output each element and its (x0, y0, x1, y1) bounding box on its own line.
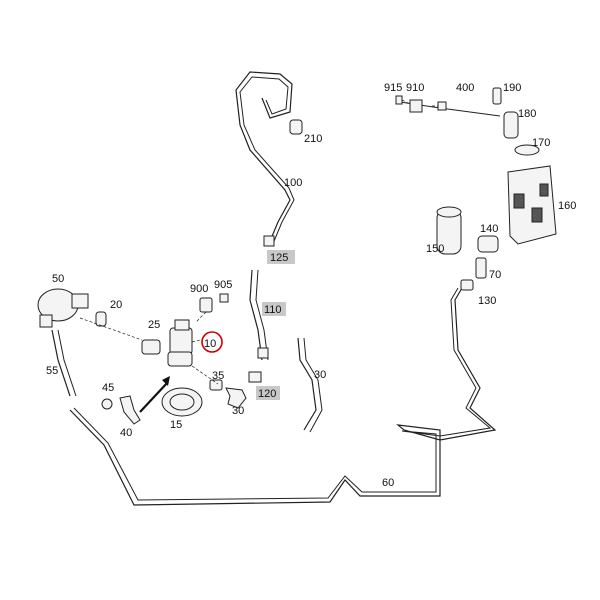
part-400-connector (437, 101, 447, 111)
tube-60[interactable] (69, 287, 497, 506)
part-120-clamp[interactable] (248, 371, 262, 383)
part-45-nut[interactable] (101, 398, 113, 410)
part-915[interactable] (395, 95, 403, 105)
part-150-canister[interactable] (436, 206, 462, 255)
part-160-canister[interactable] (507, 165, 557, 245)
highlight-circle-10 (201, 331, 223, 353)
part-20-connector[interactable] (95, 311, 107, 327)
label-box-120 (256, 386, 280, 400)
label-210[interactable]: 210 (304, 133, 322, 145)
leader-35 (191, 365, 219, 385)
label-400[interactable]: 400 (456, 82, 474, 94)
part-180[interactable] (503, 111, 519, 139)
part-35[interactable] (209, 379, 223, 391)
tube-60-inner (73, 287, 492, 501)
part-10-valve[interactable] (167, 319, 193, 367)
label-box-110 (262, 302, 286, 316)
label-10[interactable]: 10 (204, 338, 216, 350)
label-60[interactable]: 60 (382, 477, 394, 489)
tube-100-inner (239, 76, 295, 247)
label-900[interactable]: 900 (190, 283, 208, 295)
part-210[interactable] (289, 119, 303, 135)
part-25-clip[interactable] (141, 339, 161, 355)
label-25[interactable]: 25 (148, 319, 160, 331)
label-915[interactable]: 915 (384, 82, 402, 94)
label-20[interactable]: 20 (110, 299, 122, 311)
label-160[interactable]: 160 (558, 200, 576, 212)
part-110-clamp[interactable] (257, 347, 269, 359)
label-100[interactable]: 100 (284, 177, 302, 189)
part-30-elbow[interactable] (225, 387, 247, 409)
leader-10 (191, 339, 201, 343)
label-40[interactable]: 40 (120, 427, 132, 439)
label-30-right[interactable]: 30 (314, 369, 326, 381)
label-905[interactable]: 905 (214, 279, 232, 291)
label-15[interactable]: 15 (170, 419, 182, 431)
tube-30-right[interactable] (297, 337, 317, 431)
label-30-left[interactable]: 30 (232, 405, 244, 417)
part-910[interactable] (409, 99, 423, 113)
part-190[interactable] (492, 87, 502, 105)
part-900[interactable] (199, 297, 213, 313)
tube-110[interactable] (249, 269, 263, 361)
label-180[interactable]: 180 (518, 108, 536, 120)
tube-55-inner (57, 329, 77, 397)
leader-20 (79, 317, 143, 341)
label-910[interactable]: 910 (406, 82, 424, 94)
arrow-head (162, 376, 170, 386)
label-140[interactable]: 140 (480, 223, 498, 235)
part-70[interactable] (475, 257, 487, 279)
label-190[interactable]: 190 (503, 82, 521, 94)
label-150[interactable]: 150 (426, 243, 444, 255)
part-40-bracket[interactable] (119, 395, 141, 425)
tube-30-right-inner (303, 337, 323, 433)
part-50-pump[interactable] (37, 288, 89, 328)
part-905[interactable] (219, 293, 229, 303)
label-35[interactable]: 35 (212, 370, 224, 382)
label-125[interactable]: 125 (270, 252, 288, 264)
part-170-ring[interactable] (514, 144, 540, 156)
part-140[interactable] (477, 235, 499, 253)
label-55[interactable]: 55 (46, 365, 58, 377)
label-120[interactable]: 120 (258, 388, 276, 400)
part-125-clamp[interactable] (263, 235, 275, 247)
label-70[interactable]: 70 (489, 269, 501, 281)
leader-915 (401, 99, 411, 105)
tube-100[interactable] (235, 71, 293, 247)
label-45[interactable]: 45 (102, 382, 114, 394)
label-170[interactable]: 170 (532, 137, 550, 149)
label-50[interactable]: 50 (52, 273, 64, 285)
label-110[interactable]: 110 (264, 304, 282, 316)
label-box-125 (267, 250, 295, 264)
part-130[interactable] (460, 279, 474, 291)
arrow-indicator (139, 381, 169, 413)
tube-55[interactable] (51, 329, 71, 397)
tube-110-inner (255, 269, 269, 361)
leader-900 (195, 311, 207, 323)
label-130[interactable]: 130 (478, 295, 496, 307)
part-15-ring-hole (169, 393, 195, 411)
